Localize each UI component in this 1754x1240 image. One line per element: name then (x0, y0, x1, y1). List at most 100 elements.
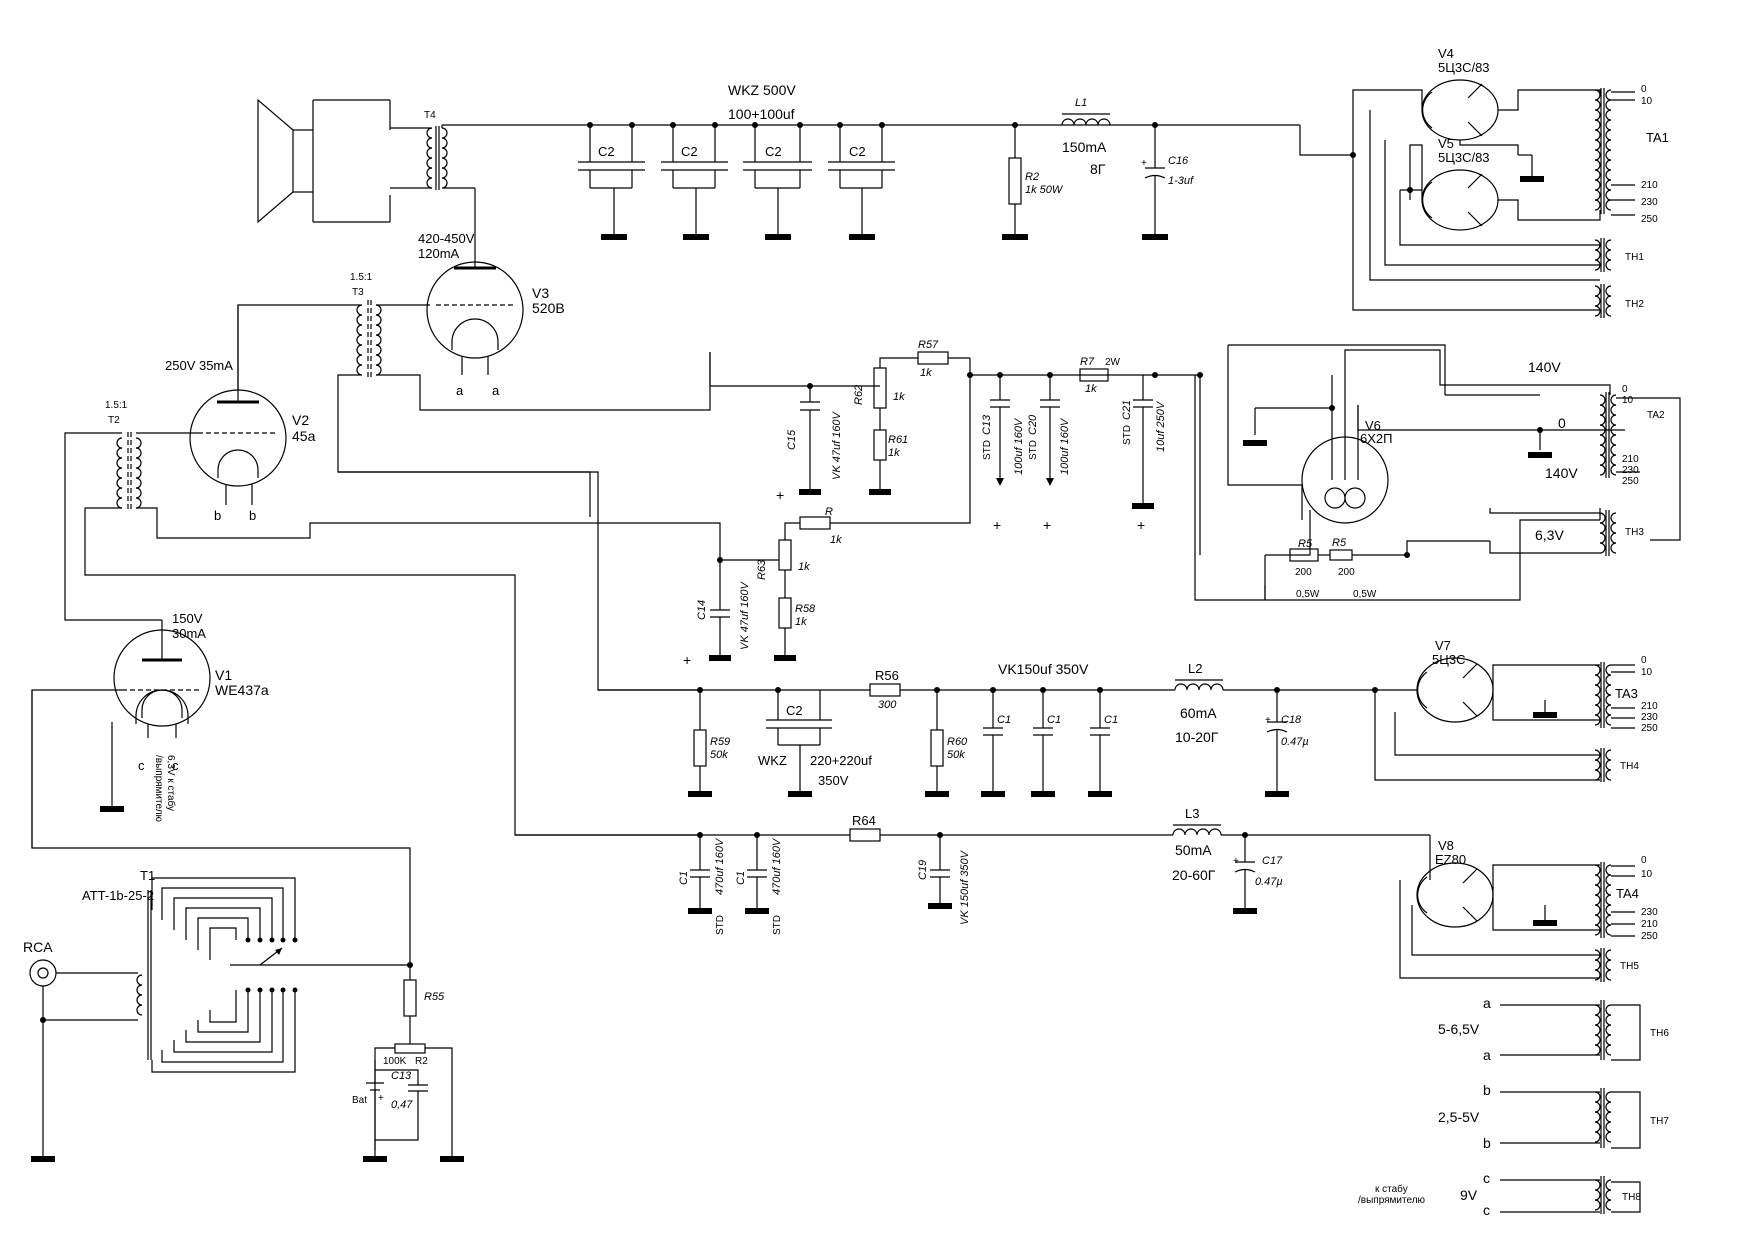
ta2-140v-bottom: 140V (1545, 465, 1578, 481)
v1-pin-c2: c (172, 758, 179, 773)
c17-value: 0.47µ (1255, 876, 1283, 888)
v2-bias: 250V 35mA (165, 358, 233, 373)
c13-std: STD (982, 440, 993, 460)
r5-label-2: R5 (1332, 537, 1347, 549)
r61-value: 1k (888, 447, 900, 459)
v2-type: 45a (292, 428, 316, 444)
r5-network: R5 200 0,5W R5 200 0,5W (1264, 508, 1601, 601)
c13-plus: + (993, 517, 1001, 533)
r5-value-1: 200 (1295, 567, 1312, 578)
r7-watt: 2W (1105, 357, 1121, 368)
c2-cap-3: C2 (743, 125, 812, 240)
th7-label: TH7 (1650, 1116, 1669, 1127)
r56-label: R56 (875, 668, 899, 683)
c15-label: C15 (786, 429, 798, 450)
ta1-tap-10: 10 (1641, 96, 1653, 107)
r5-label-1: R5 (1298, 538, 1313, 550)
r2-value: 1k 50W (1025, 184, 1064, 196)
r63-label: R63 (756, 559, 768, 580)
c1-bank: C1 C1 C1 (981, 690, 1118, 797)
v2-pin-b2: b (249, 508, 256, 523)
c2-label-1: C2 (598, 144, 615, 159)
th6-label: TH6 (1650, 1028, 1669, 1039)
c19-label: C19 (917, 860, 929, 880)
c1b-value: 470uf 160V (771, 837, 783, 895)
v8-label: V8 (1438, 838, 1454, 853)
transformer-t4: T4 (390, 110, 475, 190)
bat-label: Bat (352, 1095, 367, 1106)
c1-cap-3: C1 (1088, 690, 1118, 797)
ta4-tap-250: 250 (1641, 931, 1658, 942)
ta4-tap-0: 0 (1641, 855, 1647, 866)
c1-label-2: C1 (1047, 714, 1061, 726)
t1-type: ATT-1b-25-2 (82, 888, 154, 903)
r59-value: 50k (710, 749, 728, 761)
th1-label: TH1 (1625, 252, 1644, 263)
c20-label: C20 (1027, 414, 1039, 435)
v8-type: EZ80 (1435, 852, 1466, 867)
wkz-label: WKZ (758, 753, 787, 768)
r61-label: R61 (888, 434, 908, 446)
v1-heater-note: 6,3V к стабу (165, 755, 177, 811)
c17-label: C17 (1262, 855, 1283, 867)
capacitor-c19: C19 VK 150uf 350V (917, 835, 971, 925)
th8-c-bottom: c (1483, 1202, 1490, 1218)
r2-label: R2 (1025, 171, 1039, 183)
c20-std: STD (1028, 440, 1039, 460)
th6-voltage: 5-6,5V (1438, 1021, 1480, 1037)
c2-label-4: C2 (849, 144, 866, 159)
decoupling-network-lower: + C14 VK 47uf 160V R 1k R63 1k R58 1k (683, 375, 971, 668)
th8-c-top: c (1483, 1170, 1490, 1186)
v2-label: V2 (292, 412, 309, 428)
tube-v1: 150V 30mA V1 WE437a c c 6,3V к стабу /вы… (31, 611, 411, 966)
c16-value: 1-3uf (1168, 175, 1194, 187)
ta2-tap-250: 250 (1622, 476, 1639, 487)
v1-pin-c1: c (138, 758, 145, 773)
v1-label: V1 (215, 667, 232, 683)
ta2-tap-10: 10 (1622, 395, 1634, 406)
th5-label: TH5 (1620, 961, 1639, 972)
th6-a-bottom: a (1483, 1047, 1491, 1063)
c18-value: 0.47µ (1281, 736, 1309, 748)
v1-type: WE437a (215, 682, 269, 698)
r63-value: 1k (798, 561, 810, 573)
t4-label: T4 (424, 110, 436, 121)
t2-ratio: 1.5:1 (105, 400, 128, 411)
rectifier-v7: V7 5Ц3С 0 10 210 230 250 TA3 TH4 (1374, 638, 1658, 782)
capacitor-c18: C18 0.47µ + (1265, 690, 1309, 797)
c2-bank: C2 C2 C2 C2 (578, 125, 895, 240)
r64-label: R64 (852, 813, 876, 828)
l3-label: L3 (1185, 806, 1199, 821)
c2-cap-2: C2 (661, 125, 728, 240)
c15-value: VK 47uf 160V (831, 410, 843, 480)
r-label: R (825, 506, 833, 518)
c1-cap-1: C1 (981, 690, 1011, 797)
ta1-tap-230: 230 (1641, 197, 1658, 208)
c18-label: C18 (1281, 714, 1302, 726)
c2-cap-1: C2 (578, 125, 645, 240)
c14-plus: + (683, 652, 691, 668)
th7-b-top: b (1483, 1082, 1491, 1098)
c21-value: 10uf 250V (1155, 400, 1167, 452)
rca-jack[interactable] (29, 959, 57, 987)
c1-label-1: C1 (997, 714, 1011, 726)
cap100-label: 100+100uf (728, 106, 795, 122)
wkz500-label: WKZ 500V (728, 82, 796, 98)
ta4-tap-10: 10 (1641, 869, 1653, 880)
v1-current: 30mA (172, 626, 206, 641)
c17-plus: + (1233, 856, 1239, 867)
resistor-r59: R59 50k (688, 690, 730, 797)
v4-label: V4 (1438, 46, 1454, 61)
ta2-tap-0: 0 (1622, 384, 1628, 395)
th7-voltage: 2,5-5V (1438, 1109, 1480, 1125)
v3-label: V3 (532, 285, 549, 301)
c18-plus: + (1265, 715, 1271, 726)
v7-type: 5Ц3С (1432, 652, 1465, 667)
r7-label: R7 (1080, 356, 1095, 368)
c19-value: VK 150uf 350V (959, 849, 971, 925)
c1a-label: C1 (678, 871, 690, 885)
t2-label: T2 (108, 415, 120, 426)
tube-v3: 420-450V 120mA V3 520B a a (418, 231, 565, 398)
th7-b-bottom: b (1483, 1135, 1491, 1151)
